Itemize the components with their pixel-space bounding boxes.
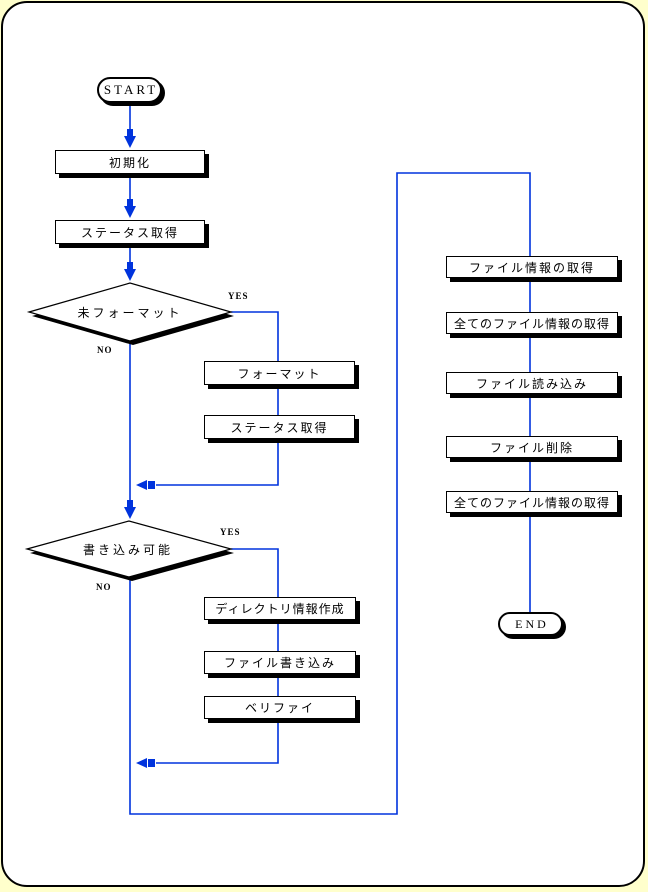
process-format: フォーマット — [204, 361, 355, 385]
decision-unformatted-label: 未フォーマット — [77, 305, 183, 320]
process-get-status-2: ステータス取得 — [204, 415, 355, 439]
process-get-file-info: ファイル情報の取得 — [446, 256, 618, 278]
arrowhead-left-icons — [136, 480, 155, 768]
process-get-all-file-info: 全てのファイル情報の取得 — [446, 312, 618, 334]
process-initialize: 初期化 — [55, 150, 205, 174]
process-create-directory-info: ディレクトリ情報作成 — [204, 597, 356, 620]
process-get-status: ステータス取得 — [55, 220, 205, 244]
decision-unformatted-shape — [26, 282, 234, 345]
arrowhead-down-icons — [124, 129, 136, 519]
terminator-start: START — [97, 77, 162, 103]
process-get-all-file-info-2: 全てのファイル情報の取得 — [446, 491, 618, 513]
process-verify: ベリファイ — [204, 696, 356, 719]
decision1-no-label: NO — [97, 345, 113, 355]
decision2-yes-label: YES — [220, 527, 241, 537]
process-file-write: ファイル書き込み — [204, 651, 356, 674]
decision1-yes-label: YES — [228, 291, 249, 301]
decision2-no-label: NO — [96, 582, 112, 592]
decision-writable-label: 書き込み可能 — [82, 542, 173, 557]
decision-writable-shape — [24, 520, 234, 581]
process-file-read: ファイル読み込み — [446, 372, 618, 394]
terminator-end: END — [498, 612, 563, 636]
process-file-delete: ファイル削除 — [446, 436, 618, 458]
